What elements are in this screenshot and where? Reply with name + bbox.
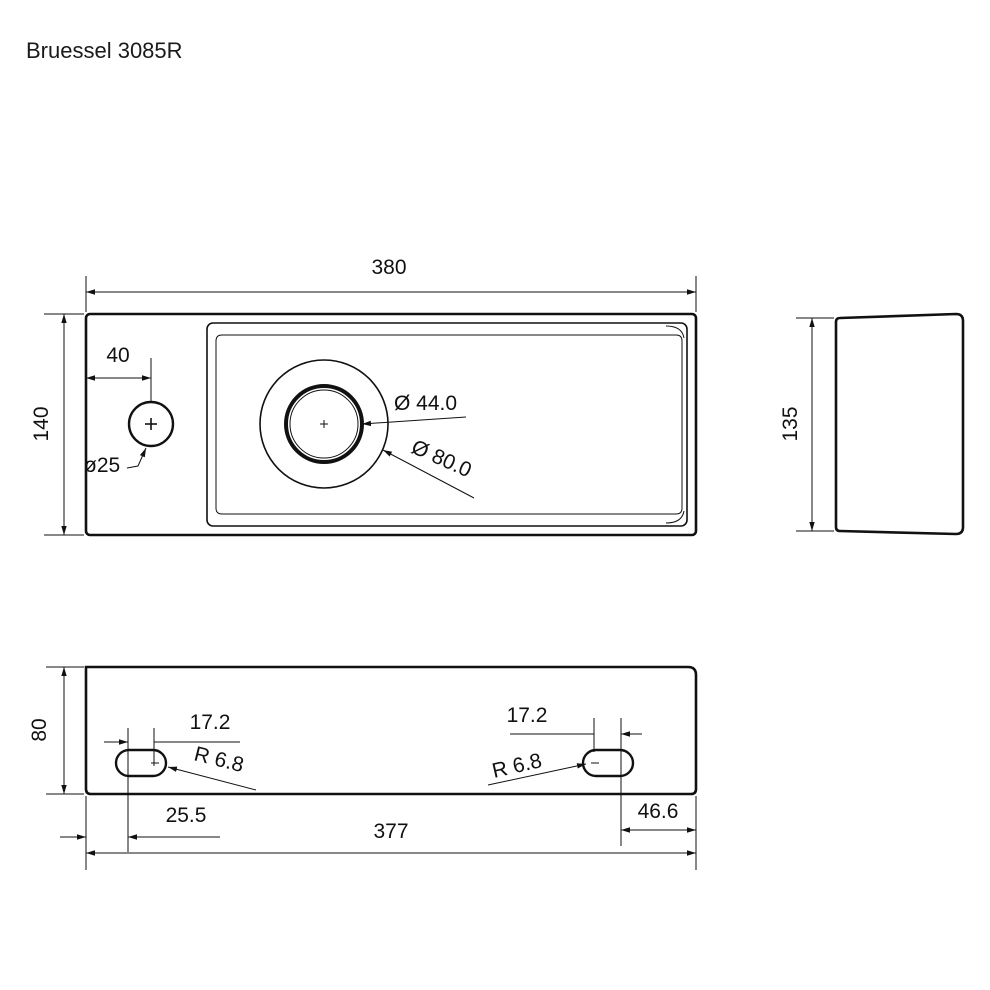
top-view: 380 140 40 ø25 Ø 44.0 Ø 80.0 — [30, 256, 698, 537]
left-mounting-slot — [114, 748, 168, 778]
right-slot-width-label: 17.2 — [507, 704, 548, 727]
drain-outer-leader — [382, 449, 475, 499]
basin-outline-top — [84, 312, 698, 537]
drain-outer-ring — [259, 359, 389, 489]
right-slot-radius-leader — [487, 763, 587, 786]
right-slot-radius-label: R 6.8 — [490, 749, 544, 783]
right-offset-label: 46.6 — [638, 800, 679, 823]
left-slot-radius-label: R 6.8 — [192, 743, 246, 777]
left-offset-label: 25.5 — [166, 804, 207, 827]
side-view: 135 — [779, 312, 965, 536]
bowl-outer-edge — [206, 322, 688, 527]
width-label: 380 — [371, 256, 406, 279]
basin-outline-side — [834, 312, 965, 536]
tap-hole-leader — [126, 447, 147, 469]
back-view: 80 17.2 R 6.8 17.2 R 6.8 25.5 46.6 377 — [28, 665, 698, 870]
bowl-corner-tr — [665, 325, 685, 339]
total-width-label: 377 — [373, 820, 408, 843]
left-slot-width-label: 17.2 — [190, 711, 231, 734]
right-mounting-slot — [581, 748, 635, 778]
drain-inner-leader — [361, 416, 467, 427]
bowl-corner-br — [665, 510, 685, 524]
basin-outline-back — [84, 665, 698, 796]
drain-outer-label: Ø 80.0 — [408, 436, 475, 483]
tap-offset-label: 40 — [106, 344, 129, 367]
drain-inner-label: Ø 44.0 — [394, 392, 457, 415]
depth-label: 140 — [30, 406, 53, 441]
drain-inner-ring-inside — [289, 389, 359, 459]
drawing-title: Bruessel 3085R — [26, 38, 183, 63]
left-slot-radius-leader — [167, 766, 257, 791]
back-height-label: 80 — [28, 718, 51, 741]
tap-hole-label: ø25 — [84, 454, 120, 477]
side-height-label: 135 — [779, 406, 802, 441]
bowl-inner-edge — [215, 334, 683, 515]
